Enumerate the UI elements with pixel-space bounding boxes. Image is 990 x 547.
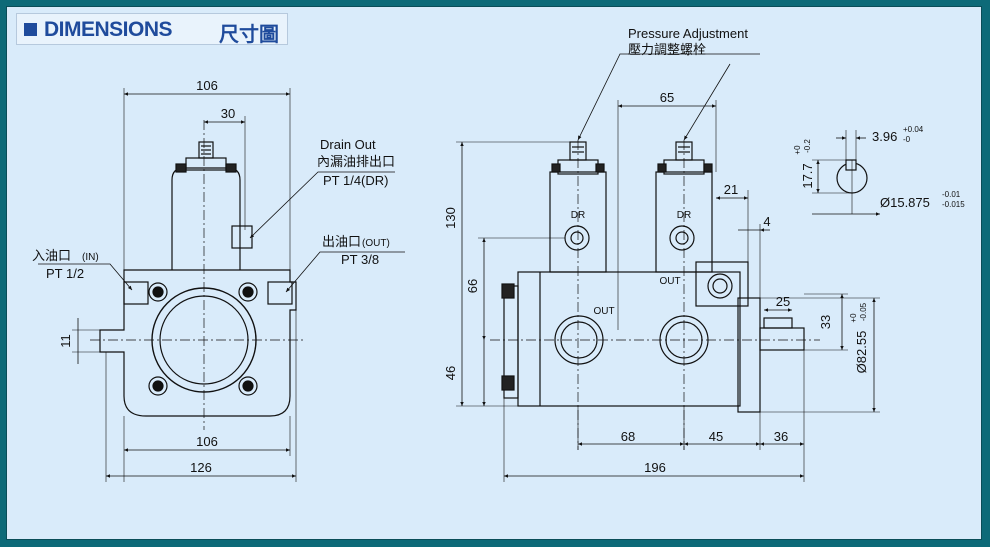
outlet-label-en: (OUT) xyxy=(362,238,390,249)
dr-label-right: DR xyxy=(677,210,691,221)
front-side-flange-right xyxy=(267,281,293,305)
front-view-text: 106 30 106 126 11 Drain Out 內漏油排出口 PT 1/… xyxy=(32,78,395,475)
dim-side-4: 4 xyxy=(763,214,770,229)
section-header: DIMENSIONS 尺寸圖 xyxy=(16,13,288,46)
dim-key-tol-upper: +0.04 xyxy=(903,125,924,134)
dim-key-width: 3.96 xyxy=(872,129,897,144)
dim-side-68: 68 xyxy=(621,429,635,444)
dim-side-36: 36 xyxy=(774,429,788,444)
inlet-thread: PT 1/2 xyxy=(46,266,84,281)
outlet-label-cn: 出油口 xyxy=(322,234,361,249)
drain-label-cn: 內漏油排出口 xyxy=(317,154,395,169)
inlet-label-en: (IN) xyxy=(82,252,99,263)
dim-side-65: 65 xyxy=(660,90,674,105)
dim-side-130: 130 xyxy=(443,207,458,229)
outlet-thread: PT 3/8 xyxy=(341,252,379,267)
dim-shaft-tol-upper: -0.01 xyxy=(942,190,961,199)
side-shaft xyxy=(759,327,805,351)
header-title-cn: 尺寸圖 xyxy=(219,24,279,46)
dim-side-46: 46 xyxy=(443,366,458,380)
front-main-body xyxy=(99,269,297,417)
dim-key-height: 17.7 xyxy=(800,163,815,188)
key-slot xyxy=(845,159,857,171)
dim-side-33: 33 xyxy=(818,315,833,329)
dr-label-left: DR xyxy=(571,210,585,221)
dim-shaft-tol-lower: -0.015 xyxy=(942,200,965,209)
side-view-text: Pressure Adjustment 壓力調整螺栓 65 21 4 130 6… xyxy=(443,26,869,475)
pressure-label-en: Pressure Adjustment xyxy=(628,26,748,41)
dim-side-45: 45 xyxy=(709,429,723,444)
dim-front-top-width: 106 xyxy=(196,78,218,93)
dim-key-height-tol-upper: +0 xyxy=(793,145,802,155)
front-bolt-holes xyxy=(148,282,258,396)
dim-side-25: 25 xyxy=(776,294,790,309)
key-detail-text: 3.96 +0.04 -0 17.7 +0 -0.2 Ø15.875 -0.01… xyxy=(793,125,965,210)
side-main-body xyxy=(517,271,741,407)
dim-side-diameter-tol-lower: -0.05 xyxy=(859,302,868,321)
side-view xyxy=(456,53,880,482)
dim-shaft-diameter: Ø15.875 xyxy=(880,195,930,210)
dim-side-diameter-tol-upper: +0 xyxy=(849,313,858,323)
pressure-label-cn: 壓力調整螺栓 xyxy=(628,42,706,57)
drain-thread: PT 1/4(DR) xyxy=(323,173,389,188)
out-label-2: OUT xyxy=(659,276,680,287)
header-square-icon xyxy=(24,23,37,36)
dim-front-offset: 30 xyxy=(221,106,235,121)
dim-front-body-width: 106 xyxy=(196,434,218,449)
front-side-flange-left xyxy=(123,281,149,305)
front-adjust-screw xyxy=(198,141,214,159)
dim-side-196: 196 xyxy=(644,460,666,475)
front-view xyxy=(38,88,405,482)
inlet-label-cn: 入油口 xyxy=(32,248,71,263)
dim-side-21: 21 xyxy=(724,182,738,197)
dim-key-tol-lower: -0 xyxy=(903,135,911,144)
front-upper-housing xyxy=(171,167,241,270)
dim-front-total-width: 126 xyxy=(190,460,212,475)
front-drain-port xyxy=(231,225,253,249)
dim-front-shaft-height: 11 xyxy=(58,334,73,348)
drain-label-en: Drain Out xyxy=(320,137,376,152)
side-flange xyxy=(695,261,749,307)
key-detail xyxy=(812,130,880,216)
out-label-1: OUT xyxy=(593,306,614,317)
dim-key-height-tol-lower: -0.2 xyxy=(803,139,812,153)
header-title: DIMENSIONS xyxy=(44,18,173,41)
dim-side-66: 66 xyxy=(465,279,480,293)
dim-side-diameter: Ø82.55 xyxy=(854,331,869,374)
